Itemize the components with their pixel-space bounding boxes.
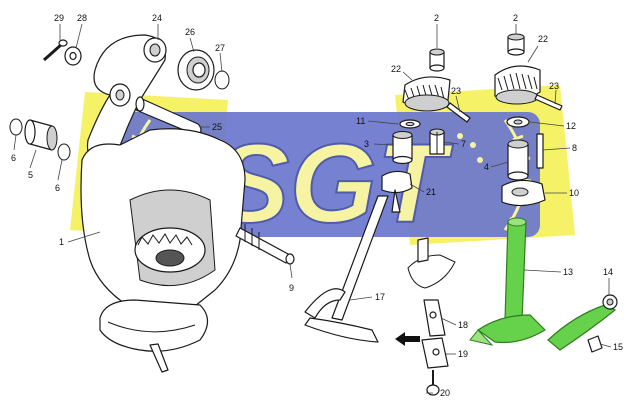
part-3-bushing — [392, 131, 413, 165]
callout-6-b: 6 — [55, 183, 60, 193]
part-22-bevel-gear-a — [402, 76, 451, 112]
part-1-shoe — [99, 299, 209, 352]
callout-27: 27 — [215, 43, 225, 53]
callout-25: 25 — [212, 122, 222, 132]
callout-20: 20 — [440, 388, 450, 398]
callout-1: 1 — [59, 237, 64, 247]
right-assembly — [469, 33, 618, 353]
part-21-collar — [381, 170, 413, 213]
callout-13: 13 — [563, 267, 573, 277]
part-5-bushing — [24, 119, 58, 151]
part-9-shaft — [235, 224, 295, 265]
callout-23-a: 23 — [451, 86, 461, 96]
part-18-pivot-arm — [407, 237, 456, 337]
part-14-lever — [547, 294, 618, 351]
callout-2-a: 2 — [434, 13, 439, 23]
part-10-collar — [501, 179, 546, 207]
callout-9: 9 — [289, 283, 294, 293]
callout-3: 3 — [364, 139, 369, 149]
part-6-circlip-a — [9, 118, 23, 136]
part-23-pin-a — [446, 102, 471, 123]
callout-2-b: 2 — [513, 13, 518, 23]
callout-11: 11 — [356, 116, 365, 126]
direction-arrow-icon — [395, 332, 420, 346]
callout-23-b: 23 — [549, 81, 559, 91]
callout-12: 12 — [566, 121, 576, 131]
callout-28: 28 — [77, 13, 87, 23]
part-23-pin-b — [534, 94, 563, 111]
part-26-bearing — [177, 49, 215, 91]
left-assembly — [9, 34, 295, 373]
callout-5: 5 — [28, 170, 33, 180]
callout-26: 26 — [185, 27, 195, 37]
part-19-plate — [421, 337, 449, 369]
callout-numbers: 29 28 24 26 27 25 6 5 6 1 9 2 22 23 11 3… — [11, 13, 623, 398]
callout-15: 15 — [613, 342, 623, 352]
callout-14: 14 — [603, 267, 613, 277]
callout-21: 21 — [426, 187, 436, 197]
callout-19: 19 — [458, 349, 468, 359]
part-2-cap-b — [507, 33, 525, 56]
callout-17: 17 — [375, 292, 385, 302]
part-20-screw — [426, 370, 440, 396]
callout-7: 7 — [461, 139, 466, 149]
part-17-shaft-hook — [304, 195, 389, 343]
middle-assembly — [304, 48, 471, 396]
watermark-logo-text: SGT — [215, 121, 454, 246]
callout-29: 29 — [54, 13, 64, 23]
callout-4: 4 — [484, 162, 489, 172]
part-7-sleeve — [429, 128, 445, 155]
part-4-bushing — [507, 139, 529, 181]
callout-22-a: 22 — [391, 64, 401, 74]
callout-24: 24 — [152, 13, 162, 23]
callout-8: 8 — [572, 143, 577, 153]
callout-18: 18 — [458, 320, 468, 330]
callout-22-b: 22 — [538, 34, 548, 44]
part-1-bevel-gear — [134, 227, 206, 273]
part-13-shaft-highlighted — [469, 217, 546, 346]
callout-6-a: 6 — [11, 153, 16, 163]
part-27-circlip — [214, 70, 230, 90]
leader-lines — [13, 23, 612, 394]
part-22-bevel-gear-b — [494, 65, 541, 105]
part-8-pin — [536, 133, 544, 169]
part-29-pin — [43, 39, 68, 62]
part-6-circlip-b — [57, 143, 71, 161]
part-2-cap-a — [429, 48, 445, 72]
callout-10: 10 — [569, 188, 579, 198]
part-15-screw — [587, 335, 603, 353]
